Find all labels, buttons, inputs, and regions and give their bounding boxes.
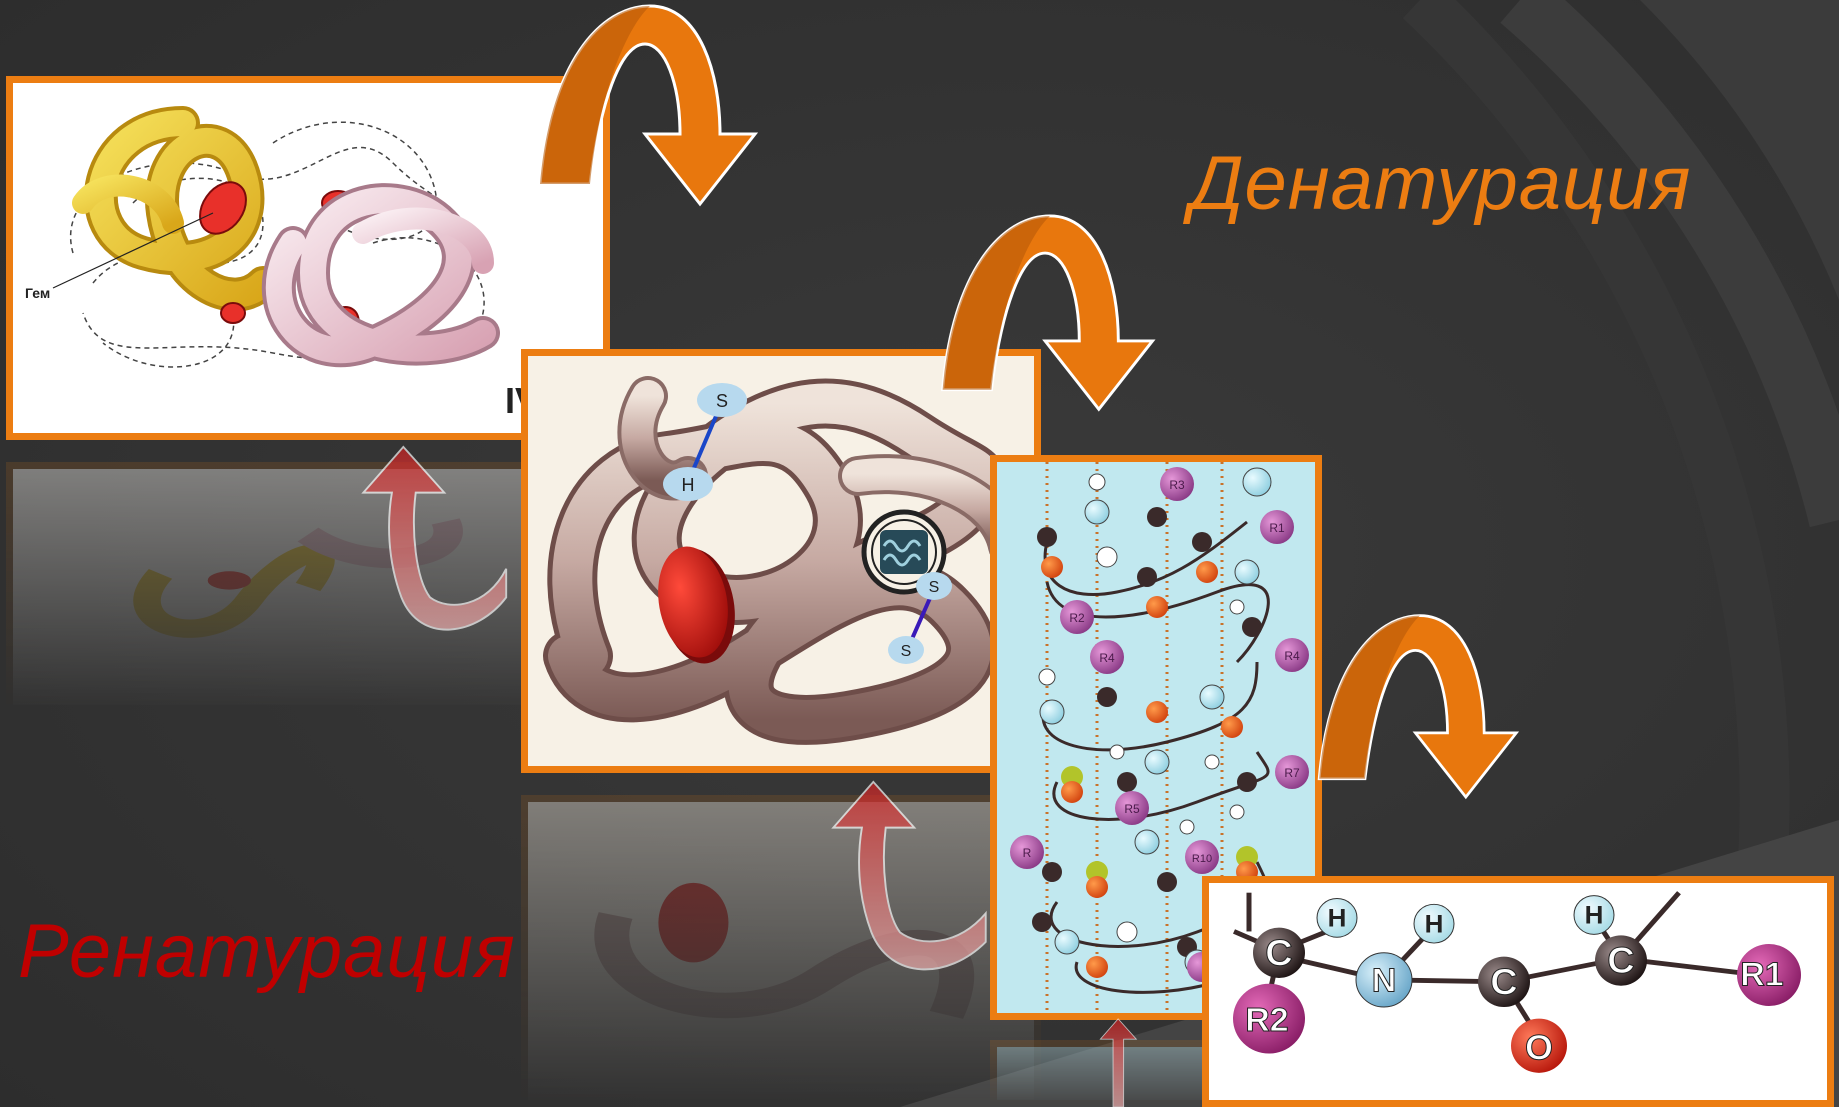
atom-r2: R2: [1245, 1003, 1288, 1039]
heme-label: Гем: [25, 285, 50, 301]
r-group-label: R4: [1284, 649, 1300, 663]
atom-s-right-top: S: [929, 579, 940, 596]
arrow-iii-to-iv: [330, 445, 530, 645]
atom-c-left: C: [1265, 932, 1292, 973]
quaternary-structure-panel: Гем IV: [6, 76, 610, 440]
arrow-ii-to-i: [1310, 610, 1530, 810]
atom-c-middle: C: [1490, 961, 1517, 1002]
r-group-label: R5: [1124, 802, 1140, 816]
r-group-label: R1: [1269, 521, 1285, 535]
atom-h: H: [682, 475, 695, 495]
atom-n: N: [1372, 963, 1397, 999]
denaturation-title: Денатурация: [1190, 140, 1691, 227]
r-group-label: R3: [1169, 478, 1185, 492]
renaturation-title: Ренатурация: [18, 908, 516, 995]
arrow-iv-to-iii: [530, 4, 770, 214]
quaternary-structure-illustration: Гем IV: [13, 83, 603, 433]
atom-o: O: [1525, 1028, 1553, 1067]
atom-h-right: H: [1585, 902, 1604, 930]
atom-s-right-bottom: S: [901, 643, 912, 660]
primary-structure-panel: C H H N C H C R1 R2 O: [1202, 876, 1834, 1107]
atom-s-top: S: [716, 391, 728, 411]
r-group-label: R: [1023, 846, 1032, 860]
atom-r1: R1: [1740, 957, 1783, 993]
atom-h-left: H: [1328, 905, 1347, 933]
r-group-label: R2: [1069, 611, 1085, 625]
r-group-label: R7: [1284, 766, 1300, 780]
atom-h-middle: H: [1425, 911, 1444, 939]
r-group-label: R4: [1099, 651, 1115, 665]
arrow-ii-to-iii: [800, 780, 1000, 980]
primary-structure-illustration: C H H N C H C R1 R2 O: [1209, 883, 1827, 1100]
r-group-label: R10: [1192, 853, 1212, 865]
atom-c-right: C: [1607, 940, 1634, 981]
arrow-i-to-ii: [1080, 1018, 1180, 1107]
arrow-iii-to-ii: [920, 214, 1180, 419]
